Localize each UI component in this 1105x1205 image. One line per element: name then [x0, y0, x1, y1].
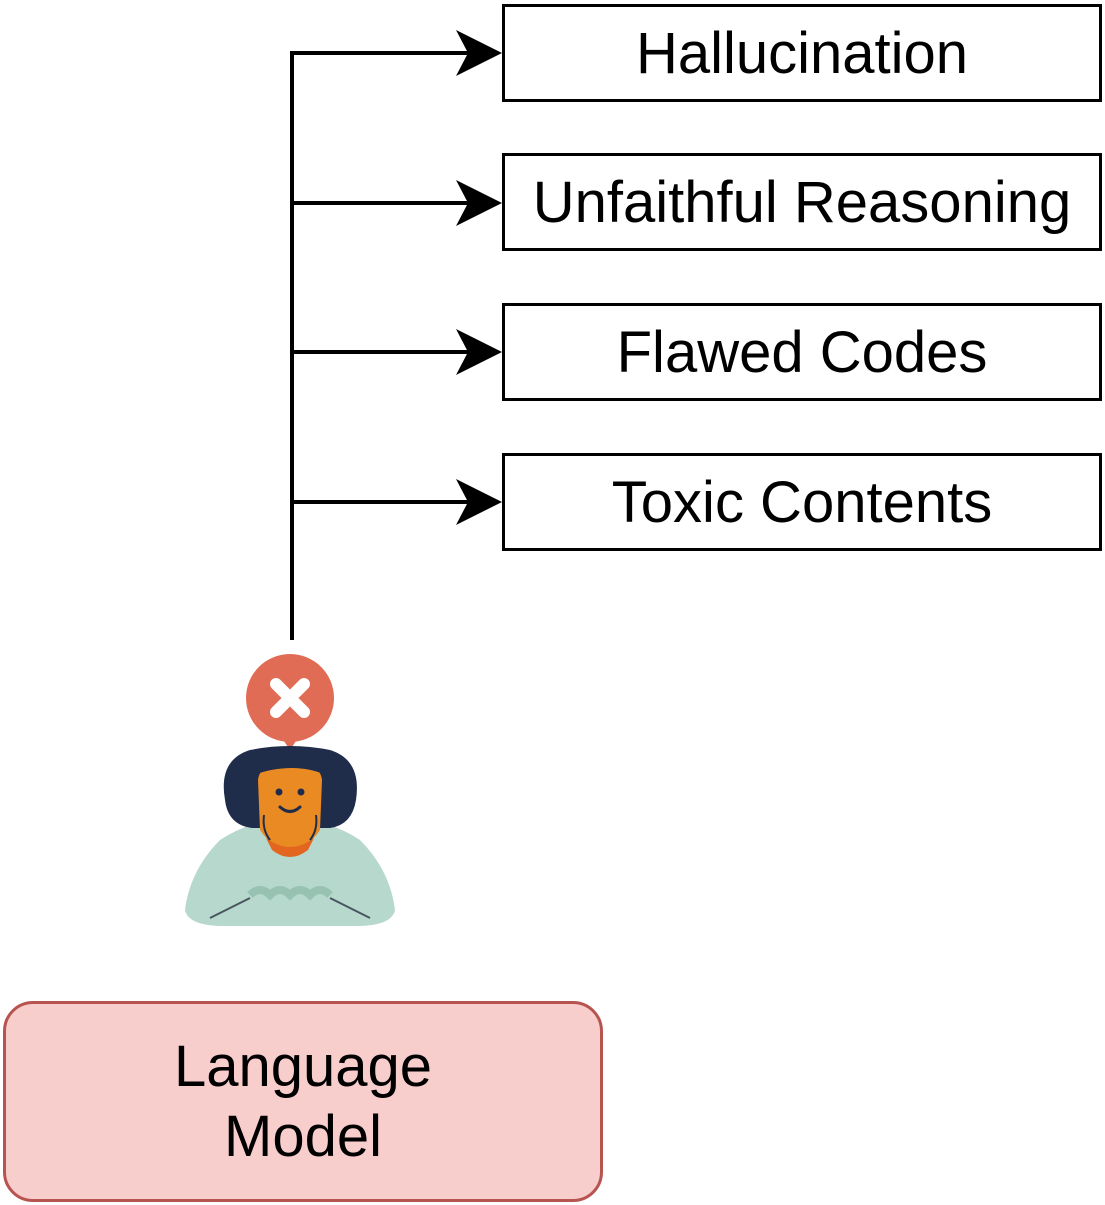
sweater: [185, 818, 395, 926]
branch-arrow-hallucination: [290, 30, 502, 76]
outcome-label: Toxic Contents: [611, 469, 993, 535]
branch-arrow-flawed-codes: [292, 329, 502, 375]
outcome-flawed-codes: Flawed Codes: [502, 303, 1102, 401]
outcome-hallucination: Hallucination: [502, 4, 1102, 102]
outcome-label: Hallucination: [635, 20, 969, 86]
outcome-toxic-contents: Toxic Contents: [502, 453, 1102, 551]
error-badge-icon: [246, 654, 334, 750]
x-mark-icon: [270, 678, 310, 718]
outcome-label: Flawed Codes: [616, 319, 988, 385]
person-with-error-icon: [185, 654, 395, 926]
branch-arrow-toxic-contents: [292, 479, 502, 525]
outcome-unfaithful-reasoning: Unfaithful Reasoning: [502, 153, 1102, 251]
language-model-box: Language Model: [3, 1001, 603, 1202]
hair-fringe: [254, 755, 326, 775]
face: [258, 762, 322, 857]
branch-arrow-unfaithful-reasoning: [292, 180, 502, 226]
outcome-label: Unfaithful Reasoning: [532, 169, 1072, 235]
language-model-label: Language Model: [173, 1033, 433, 1169]
